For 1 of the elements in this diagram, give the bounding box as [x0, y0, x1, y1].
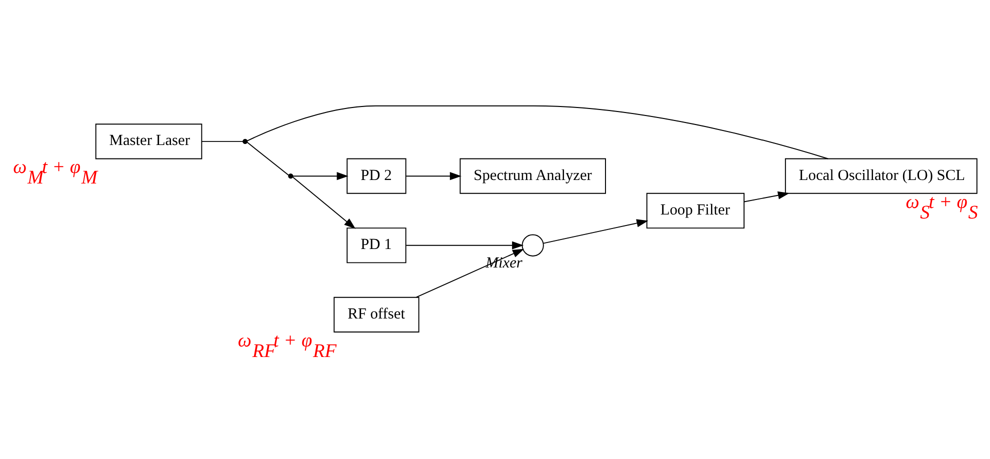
- node-label: Mixer: [486, 254, 522, 272]
